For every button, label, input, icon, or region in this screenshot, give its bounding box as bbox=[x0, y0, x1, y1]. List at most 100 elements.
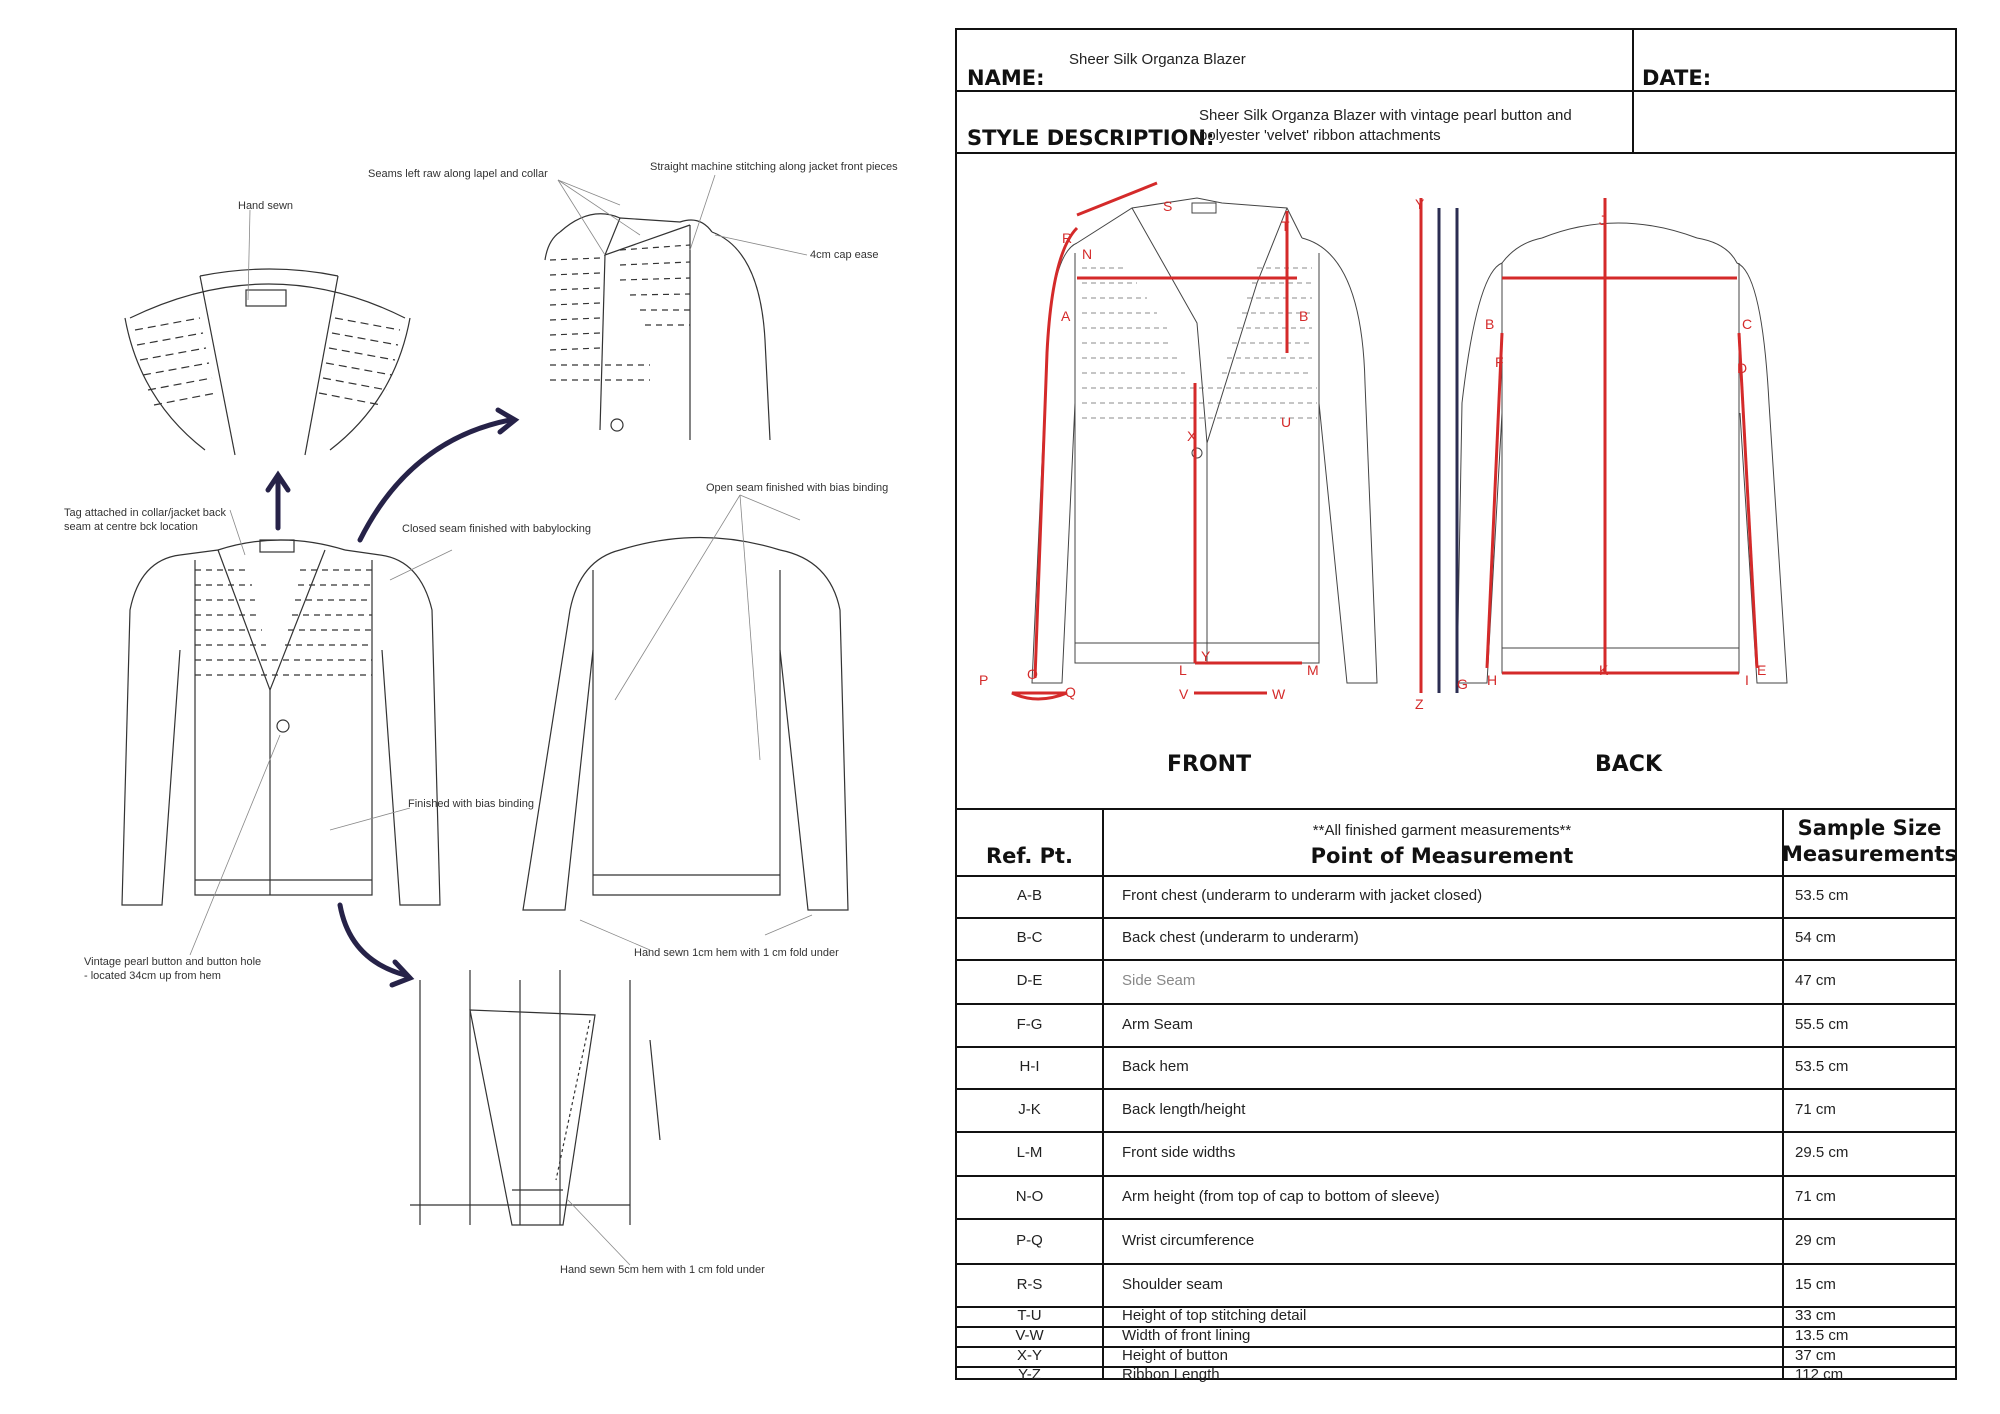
point-of-measurement-cell: Height of button bbox=[1122, 1347, 1228, 1364]
front-detail-drawing bbox=[544, 213, 771, 441]
style-description-line-1: Sheer Silk Organza Blazer with vintage p… bbox=[1199, 107, 1572, 124]
back-view-label: BACK bbox=[1595, 752, 1662, 777]
point-of-measurement-cell: Arm height (from top of cap to bottom of… bbox=[1122, 1187, 1440, 1205]
point-label: P bbox=[979, 672, 989, 688]
table-row-border bbox=[957, 1003, 1957, 1005]
point-label: G bbox=[1457, 676, 1468, 692]
point-label: X bbox=[1187, 428, 1197, 444]
point-label: Y bbox=[1415, 196, 1425, 212]
point-label: Y bbox=[1201, 648, 1211, 664]
ref-point-cell: P-Q bbox=[1016, 1231, 1043, 1249]
point-label: N bbox=[1082, 246, 1093, 262]
annotation-hem-5cm: Hand sewn 5cm hem with 1 cm fold under bbox=[560, 1264, 765, 1276]
name-value: Sheer Silk Organza Blazer bbox=[1069, 51, 1246, 68]
point-label: C bbox=[1742, 316, 1753, 332]
ref-point-cell: Y-Z bbox=[1018, 1366, 1041, 1383]
point-of-measurement-cell: Front chest (underarm to underarm with j… bbox=[1122, 887, 1483, 904]
measurement-cell: 112 cm bbox=[1795, 1366, 1844, 1383]
front-view-label: FRONT bbox=[1167, 752, 1252, 777]
table-header-sample-2: Measurements bbox=[1782, 842, 1957, 866]
measurement-cell: 29.5 cm bbox=[1795, 1144, 1849, 1161]
table-row-border bbox=[957, 1306, 1957, 1308]
annotation-open-seam: Open seam finished with bias binding bbox=[706, 482, 889, 494]
table-row-border bbox=[957, 1131, 1957, 1133]
point-of-measurement-cell: Back hem bbox=[1122, 1058, 1189, 1075]
point-of-measurement-cell: Shoulder seam bbox=[1122, 1275, 1223, 1293]
table-row-border bbox=[957, 1218, 1957, 1220]
point-of-measurement-cell: Width of front lining bbox=[1122, 1327, 1251, 1344]
annotation-bias-binding: Finished with bias binding bbox=[408, 798, 534, 810]
annotation-cap-ease: 4cm cap ease bbox=[810, 249, 879, 261]
annotation-closed-seam: Closed seam finished with babylocking bbox=[402, 523, 591, 535]
name-label: NAME: bbox=[967, 66, 1045, 90]
style-description-label: STYLE DESCRIPTION: bbox=[967, 126, 1215, 150]
table-row-border bbox=[957, 1263, 1957, 1265]
table-header-ref: Ref. Pt. bbox=[985, 844, 1074, 868]
point-label: Z bbox=[1415, 696, 1424, 712]
measurement-cell: 53.5 cm bbox=[1795, 1058, 1849, 1075]
ref-point-cell: V-W bbox=[1015, 1327, 1044, 1344]
point-label: A bbox=[1061, 308, 1071, 324]
spec-sheet: NAME: Sheer Silk Organza Blazer DATE: ST… bbox=[955, 28, 1957, 1383]
point-label: W bbox=[1272, 686, 1286, 702]
measurement-cell: 13.5 cm bbox=[1795, 1327, 1849, 1344]
collar-stitching bbox=[134, 317, 401, 406]
point-label: V bbox=[1179, 686, 1189, 702]
ref-point-cell: T-U bbox=[1017, 1307, 1042, 1324]
point-of-measurement-cell: Front side widths bbox=[1122, 1144, 1236, 1161]
measurement-cell: 54 cm bbox=[1795, 929, 1836, 946]
measurement-cell: 29 cm bbox=[1795, 1231, 1836, 1249]
point-of-measurement-cell: Ribbon Length bbox=[1122, 1366, 1220, 1383]
hem-detail-drawing bbox=[410, 970, 661, 1226]
table-top-border bbox=[957, 808, 1957, 810]
front-jacket-drawing bbox=[121, 539, 441, 906]
point-of-measurement-cell: Wrist circumference bbox=[1122, 1231, 1255, 1249]
table-header-sample-1: Sample Size bbox=[1797, 816, 1942, 840]
annotation-pearl-1: Vintage pearl button and button hole bbox=[84, 956, 262, 968]
measurement-lines bbox=[1011, 181, 1759, 701]
point-label: E bbox=[1757, 662, 1767, 678]
table-header-point: Point of Measurement bbox=[1310, 844, 1574, 868]
annotation-leaders bbox=[189, 174, 813, 1266]
ref-point-cell: X-Y bbox=[1016, 1347, 1042, 1364]
date-label: DATE: bbox=[1642, 66, 1712, 90]
point-label: O bbox=[1027, 666, 1038, 682]
table-row-border bbox=[957, 1088, 1957, 1090]
point-label: H bbox=[1487, 672, 1498, 688]
ref-point-cell: B-C bbox=[1016, 929, 1043, 946]
measurement-cell: 53.5 cm bbox=[1795, 887, 1849, 904]
measurement-cell: 71 cm bbox=[1795, 1187, 1836, 1205]
ref-point-cell: L-M bbox=[1016, 1144, 1043, 1161]
point-of-measurement-cell: Height of top stitching detail bbox=[1122, 1307, 1307, 1324]
point-label: S bbox=[1163, 198, 1173, 214]
table-row-border bbox=[957, 1346, 1957, 1348]
annotation-seams-raw: Seams left raw along lapel and collar bbox=[368, 168, 548, 180]
annotation-straight-stitching: Straight machine stitching along jacket … bbox=[650, 161, 898, 173]
ref-point-cell: R-S bbox=[1016, 1275, 1043, 1293]
table-col-divider bbox=[1102, 808, 1104, 1380]
point-label: R bbox=[1062, 230, 1073, 246]
point-label: T bbox=[1281, 218, 1290, 234]
point-label: J bbox=[1599, 212, 1606, 228]
front-jacket-stitching bbox=[195, 569, 372, 676]
point-label: M bbox=[1307, 662, 1319, 678]
measurement-cell: 37 cm bbox=[1795, 1347, 1836, 1364]
table-note: **All finished garment measurements** bbox=[1312, 822, 1572, 839]
ref-point-cell: H-I bbox=[1019, 1058, 1040, 1075]
table-row-border bbox=[957, 1046, 1957, 1048]
measurement-cell: 47 cm bbox=[1795, 972, 1836, 989]
ref-point-cell: F-G bbox=[1016, 1015, 1043, 1033]
divider bbox=[957, 90, 1957, 92]
measurement-drawings bbox=[1011, 181, 1788, 701]
point-label: D bbox=[1737, 360, 1748, 376]
divider bbox=[957, 152, 1957, 154]
point-of-measurement-cell: Back length/height bbox=[1122, 1100, 1246, 1118]
point-label: K bbox=[1599, 662, 1609, 678]
annotation-tag-2: seam at centre bck location bbox=[64, 521, 198, 533]
table-row-border bbox=[957, 1175, 1957, 1177]
measurement-cell: 55.5 cm bbox=[1795, 1015, 1849, 1033]
measurement-cell: 33 cm bbox=[1795, 1307, 1836, 1324]
ribbon-lines bbox=[1437, 208, 1459, 693]
annotation-hem-1cm: Hand sewn 1cm hem with 1 cm fold under bbox=[634, 947, 839, 959]
technical-drawings bbox=[121, 174, 849, 1266]
